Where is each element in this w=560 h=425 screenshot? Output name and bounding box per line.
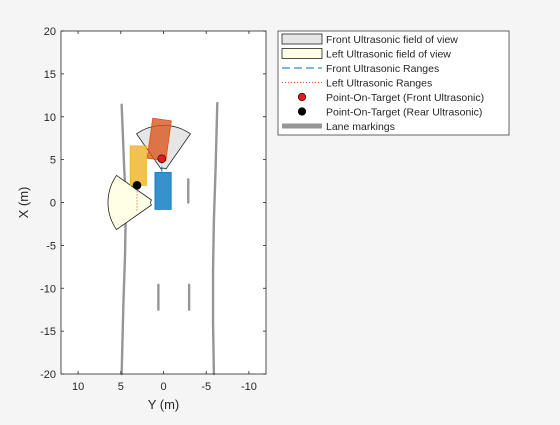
y-tick-label: 5 xyxy=(50,155,56,167)
x-tick-label: 10 xyxy=(72,381,84,393)
legend-swatch-marker-black xyxy=(297,107,307,116)
legend-label: Front Ultrasonic Ranges xyxy=(326,63,439,75)
legend-swatch-patch-gray xyxy=(281,33,323,45)
legend-label: Left Ultrasonic Ranges xyxy=(326,77,432,89)
point-rear-ultrasonic xyxy=(132,181,142,190)
x-tick-label: -10 xyxy=(241,381,257,393)
vehicle-target-orange xyxy=(146,117,172,162)
y-tick-label: 10 xyxy=(44,112,56,124)
point-front-ultrasonic xyxy=(157,154,167,164)
x-tick-label: -5 xyxy=(201,381,211,393)
y-tick-label: -5 xyxy=(46,240,56,252)
x-axis-ticks: 10 5 0 -5 -10 xyxy=(72,31,257,393)
lane-right xyxy=(211,101,219,376)
legend-label: Left Ultrasonic field of view xyxy=(326,48,451,60)
y-axis-label: X (m) xyxy=(16,187,31,219)
vehicles xyxy=(129,117,172,210)
legend-label: Front Ultrasonic field of view xyxy=(326,34,458,46)
y-tick-label: -15 xyxy=(40,326,56,338)
x-axis-label: Y (m) xyxy=(148,397,180,412)
legend-label: Point-On-Target (Rear Ultrasonic) xyxy=(326,106,482,118)
y-tick-label: -10 xyxy=(40,283,56,295)
vehicle-target-yellow xyxy=(129,145,147,186)
y-tick-label: 20 xyxy=(44,26,56,38)
legend-swatch-patch-yellow xyxy=(281,48,323,59)
y-axis-ticks: 20 15 10 5 0 -5 -10 -15 -20 xyxy=(40,26,266,381)
legend-swatch-marker-red xyxy=(297,92,307,102)
left-fov-sector xyxy=(107,174,153,231)
lane-markings xyxy=(120,101,219,376)
y-tick-label: 15 xyxy=(44,69,56,81)
legend-label: Lane markings xyxy=(326,121,395,133)
legend-label: Point-On-Target (Front Ultrasonic) xyxy=(326,92,484,104)
y-tick-label: 0 xyxy=(50,198,56,210)
y-tick-label: -20 xyxy=(40,369,56,381)
x-tick-label: 0 xyxy=(160,381,166,393)
lane-left xyxy=(120,103,128,376)
vehicle-ego xyxy=(154,172,172,210)
x-tick-label: 5 xyxy=(118,381,124,393)
points-on-target xyxy=(132,154,167,190)
